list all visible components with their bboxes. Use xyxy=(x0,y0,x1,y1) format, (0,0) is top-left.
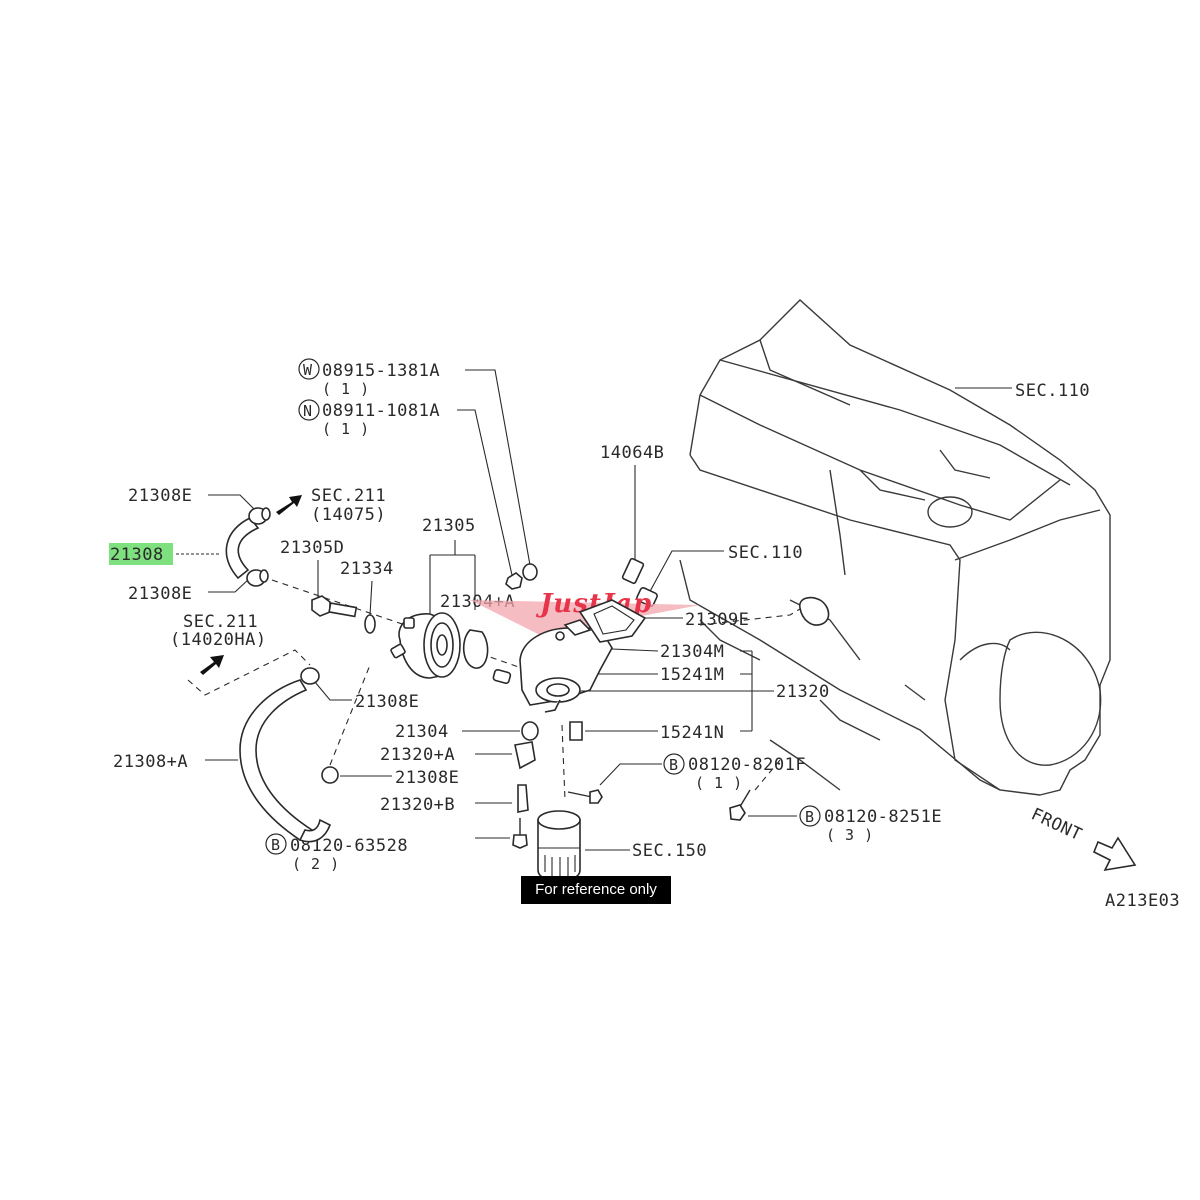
label-n-nut-qty: ( 1 ) xyxy=(322,420,370,438)
gasket-21309E xyxy=(578,599,647,643)
label-sec211-b: SEC.211 xyxy=(183,612,258,632)
hose-end-lower xyxy=(259,569,269,583)
label-21320: 21320 xyxy=(776,682,830,702)
n-letter: N xyxy=(303,402,313,420)
label-15241N: 15241N xyxy=(660,723,724,743)
label-15241M: 15241M xyxy=(660,665,724,685)
label-21305: 21305 xyxy=(422,516,476,536)
hose-21308A-end xyxy=(298,818,332,843)
label-w-washer: 08915-1381A xyxy=(322,361,440,381)
label-21309E: 21309E xyxy=(685,610,749,630)
w-circle-icon xyxy=(298,358,320,380)
plug-part xyxy=(492,668,512,684)
label-sec110-top: SEC.110 xyxy=(1015,381,1090,401)
bolt-b-e xyxy=(729,789,751,821)
label-b-bolt-e: 08120-8251E xyxy=(824,807,942,827)
label-14064B: 14064B xyxy=(600,443,664,463)
b-circle-icon-2 xyxy=(799,805,821,827)
nut-part xyxy=(505,572,523,590)
b-circle-icon-1 xyxy=(663,753,685,775)
gasket-21309E-inner xyxy=(593,605,635,635)
b-letter-1: B xyxy=(669,756,679,774)
label-21320A: 21320+A xyxy=(380,745,455,765)
label-n-nut: 08911-1081A xyxy=(322,401,440,421)
leader-21308E-c xyxy=(314,681,352,701)
leader-21308E-a xyxy=(208,494,256,511)
label-sec211-a: SEC.211 xyxy=(311,486,386,506)
leader-n-nut xyxy=(457,409,513,576)
alignment-line-3 xyxy=(699,599,816,626)
b-letter-2: B xyxy=(805,808,815,826)
label-sec211-b-sub: (14020HA) xyxy=(170,630,267,650)
label-sec110-mid: SEC.110 xyxy=(728,543,803,563)
hose-21308 xyxy=(225,517,260,580)
bolt-b-f xyxy=(567,789,603,804)
bracket-21320A xyxy=(514,741,536,770)
leader-21305 xyxy=(429,540,476,640)
label-b-bolt-f-qty: ( 1 ) xyxy=(695,774,743,792)
engine-port-gasket xyxy=(799,596,830,626)
bolt-b-528 xyxy=(512,818,528,849)
label-21334: 21334 xyxy=(340,559,394,579)
label-21308A: 21308+A xyxy=(113,752,188,772)
fitting-part xyxy=(636,587,658,607)
washer-21304 xyxy=(521,721,539,741)
label-21308E-a: 21308E xyxy=(128,486,192,506)
clamp-lower-upper xyxy=(300,667,320,685)
hose-end-upper xyxy=(261,507,271,521)
bracket-21320B xyxy=(517,784,529,813)
washer-part xyxy=(522,563,538,581)
leader-b-bolt-f xyxy=(599,763,662,786)
b-letter-3: B xyxy=(271,836,281,854)
alignment-line-7 xyxy=(329,664,371,766)
alignment-line-5 xyxy=(561,724,566,801)
oring-21334 xyxy=(364,614,376,634)
leader-21308E-b xyxy=(208,577,251,593)
oil-filter xyxy=(537,810,581,882)
flow-arrow-icon-2 xyxy=(200,655,224,675)
label-21308E-d: 21308E xyxy=(395,768,459,788)
label-b-bolt-528: 08120-63528 xyxy=(290,836,408,856)
diagram-code: A213E03 xyxy=(1105,891,1180,911)
label-21308E-b: 21308E xyxy=(128,584,192,604)
label-w-washer-qty: ( 1 ) xyxy=(322,380,370,398)
front-arrow-icon xyxy=(1092,836,1137,872)
label-21320B: 21320+B xyxy=(380,795,455,815)
alignment-line-6 xyxy=(187,649,311,696)
b-circle-icon-3 xyxy=(265,833,287,855)
filter-bracket xyxy=(519,619,613,713)
w-letter: W xyxy=(303,361,313,379)
label-21308: 21308 xyxy=(110,545,164,565)
highlight-21308 xyxy=(109,543,173,565)
label-front: FRONT xyxy=(1028,804,1085,845)
leader-sec110-mid xyxy=(647,550,724,596)
label-21308E-c: 21308E xyxy=(355,692,419,712)
reference-only-badge: For reference only xyxy=(521,876,671,904)
gasket-ring xyxy=(462,629,489,669)
label-21304M: 21304M xyxy=(660,642,724,662)
label-sec150: SEC.150 xyxy=(632,841,707,861)
label-b-bolt-f: 08120-8201F xyxy=(688,755,806,775)
hose-21308A xyxy=(239,679,314,841)
label-b-bolt-e-qty: ( 3 ) xyxy=(826,826,874,844)
leader-21304M xyxy=(611,648,659,652)
n-circle-icon xyxy=(298,399,320,421)
label-b-bolt-528-qty: ( 2 ) xyxy=(292,855,340,873)
bolt-21305D xyxy=(311,595,358,618)
leader-21334 xyxy=(369,580,373,616)
label-sec211-a-sub: (14075) xyxy=(311,505,386,525)
valve-15241N xyxy=(569,721,583,741)
stud-part xyxy=(621,557,645,585)
flow-arrow-icon xyxy=(276,495,302,515)
oil-cooler-21305 xyxy=(390,612,461,679)
label-21304: 21304 xyxy=(395,722,449,742)
label-21305D: 21305D xyxy=(280,538,344,558)
leader-w-washer xyxy=(465,369,531,566)
clamp-lower-lower xyxy=(321,766,339,784)
